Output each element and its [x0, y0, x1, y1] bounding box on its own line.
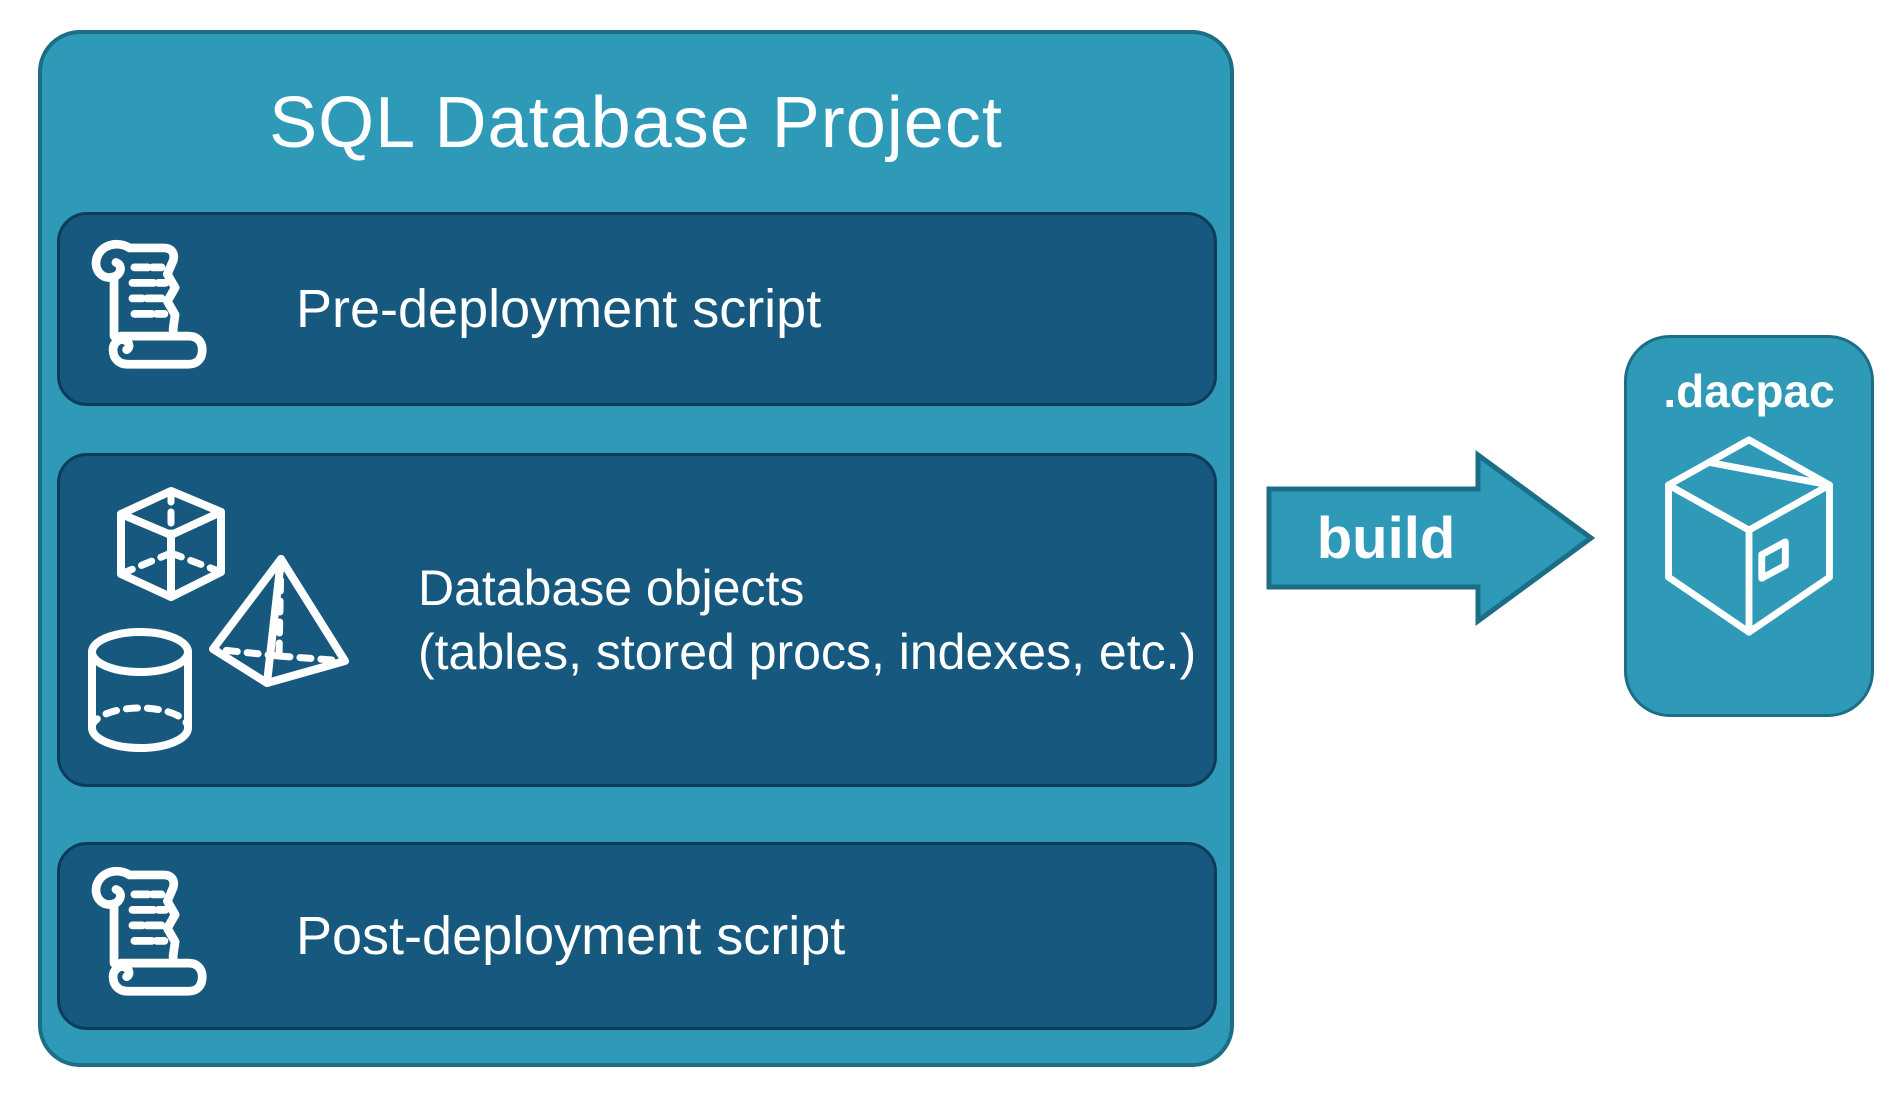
dacpac-output-box: .dacpac: [1624, 335, 1874, 717]
scroll-icon: [91, 239, 207, 369]
database-objects-icon: [88, 487, 349, 752]
dacpac-label: .dacpac: [1663, 365, 1835, 417]
build-arrow: build: [1264, 450, 1596, 626]
build-arrow-shape: [1266, 450, 1596, 626]
scroll-icon: [91, 866, 207, 996]
build-arrow-label: build: [1316, 505, 1456, 571]
post-deployment-script-box: Post-deployment script: [57, 842, 1217, 1030]
database-objects-box: Database objects (tables, stored procs, …: [57, 453, 1217, 787]
cylinder-icon: [88, 628, 192, 752]
post-deployment-script-label: Post-deployment script: [296, 906, 846, 966]
project-title: SQL Database Project: [269, 83, 1003, 163]
pre-deployment-script-box: Pre-deployment script: [57, 212, 1217, 406]
pyramid-icon: [209, 555, 349, 687]
database-objects-label-block: Database objects (tables, stored procs, …: [418, 556, 1196, 684]
sql-database-project-box: SQL Database Project Pre-deploymen: [38, 30, 1234, 1067]
cube-icon: [117, 487, 225, 601]
package-icon: [1665, 436, 1833, 636]
pre-deployment-script-label: Pre-deployment script: [296, 279, 822, 339]
database-objects-label: Database objects: [418, 560, 805, 616]
database-objects-sublabel: (tables, stored procs, indexes, etc.): [418, 624, 1197, 680]
